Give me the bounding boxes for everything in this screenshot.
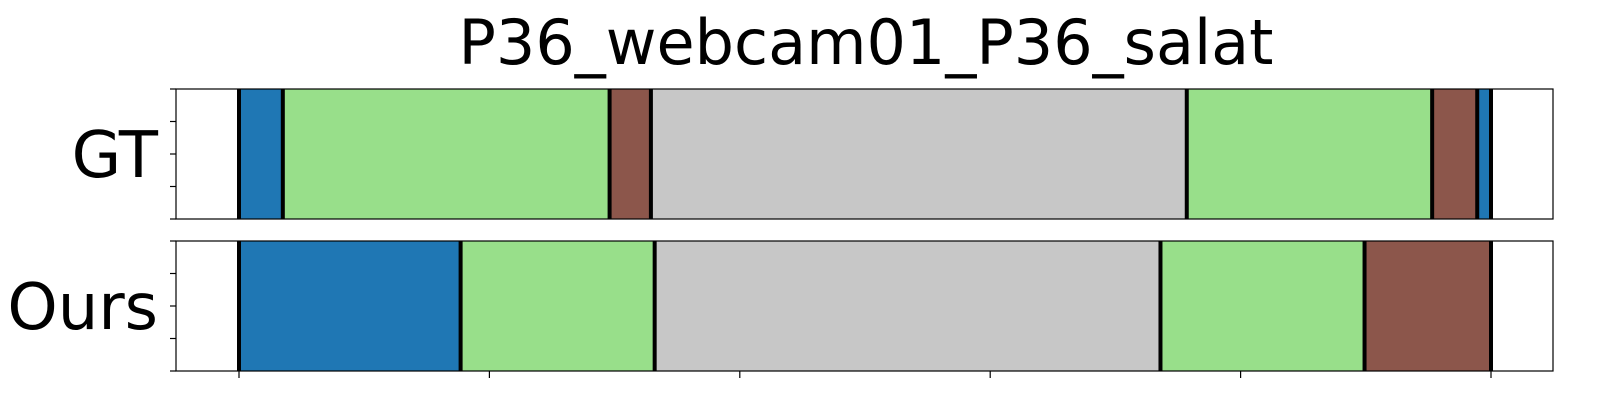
segment-ours-1 (460, 241, 655, 371)
segment-gt-0 (239, 89, 283, 219)
segment-ours-3 (1160, 241, 1365, 371)
segment-gt-2 (609, 89, 651, 219)
segment-gt-3 (650, 89, 1187, 219)
segment-ours-2 (654, 241, 1161, 371)
row-gt: GT (72, 88, 1554, 220)
segment-gt-4 (1186, 89, 1433, 219)
row-label-ours: Ours (7, 271, 158, 345)
chart-title: P36_webcam01_P36_salat (459, 6, 1274, 79)
row-ours: Ours (7, 240, 1554, 378)
segment-gt-1 (282, 89, 610, 219)
segment-gt-5 (1432, 89, 1478, 219)
rows-layer: GT Ours (7, 88, 1554, 378)
segment-ours-0 (239, 241, 461, 371)
row-label-gt: GT (72, 119, 159, 193)
segment-ours-4 (1364, 241, 1491, 371)
segment-gt-6 (1477, 89, 1491, 219)
